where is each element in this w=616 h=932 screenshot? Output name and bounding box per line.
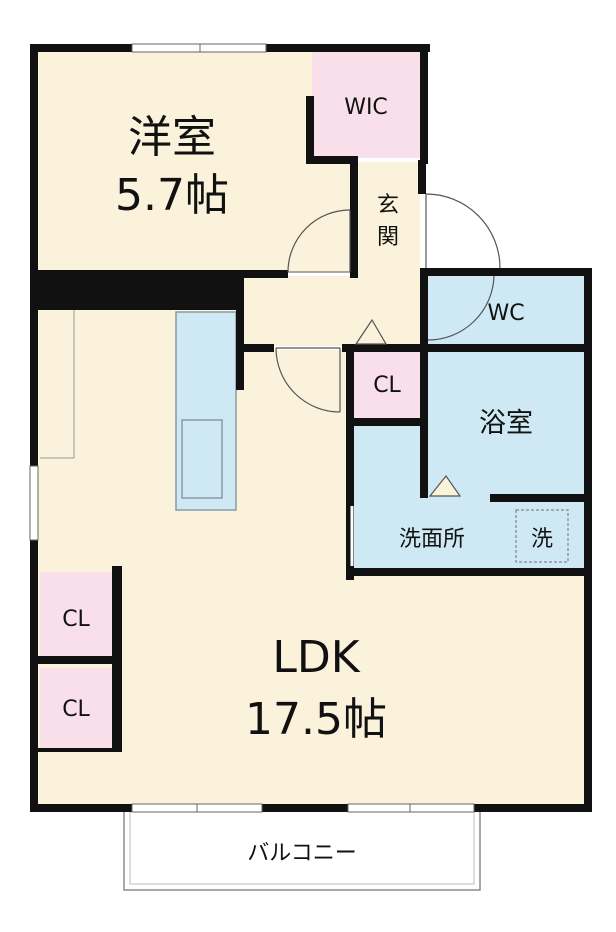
cl-bottom-area (40, 668, 112, 748)
balcony-area (123, 805, 481, 891)
cl-hall-area (352, 350, 420, 418)
western-room-name: 洋室 (128, 112, 216, 163)
cl-top-label: CL (62, 607, 90, 632)
washer-pan (515, 509, 569, 563)
entrance-area (356, 162, 420, 280)
windows (29, 43, 475, 813)
ldk-size: 17.5帖 (245, 694, 387, 745)
balcony-label: バルコニー (247, 841, 357, 866)
wc-label: WC (487, 301, 524, 326)
cl-top-area (40, 572, 112, 656)
washer-label: 洗 (531, 527, 553, 552)
western-room-size: 5.7帖 (115, 170, 229, 221)
kitchen-sink (181, 419, 223, 499)
wic-area (312, 50, 420, 158)
entrance-label-group: 玄 関 (377, 193, 399, 250)
ldk-area (36, 306, 584, 806)
entrance-label-char-2: 関 (377, 225, 399, 250)
wc-area (424, 276, 584, 346)
labels: 洋室 5.7帖 WIC WC CL 浴室 洗面所 洗 CL CL LDK 17.… (62, 95, 553, 866)
entrance-label-char-1: 玄 (377, 193, 399, 218)
cl-bottom-label: CL (62, 697, 90, 722)
doors (275, 193, 501, 566)
washroom-label: 洗面所 (399, 527, 465, 552)
wic-label: WIC (344, 95, 388, 120)
ldk-name: LDK (272, 632, 360, 683)
hallway-area (244, 276, 422, 346)
cl-hall-label: CL (373, 373, 401, 398)
bath-label: 浴室 (479, 408, 533, 439)
western-room-area (36, 50, 312, 272)
room-fills (36, 50, 584, 891)
